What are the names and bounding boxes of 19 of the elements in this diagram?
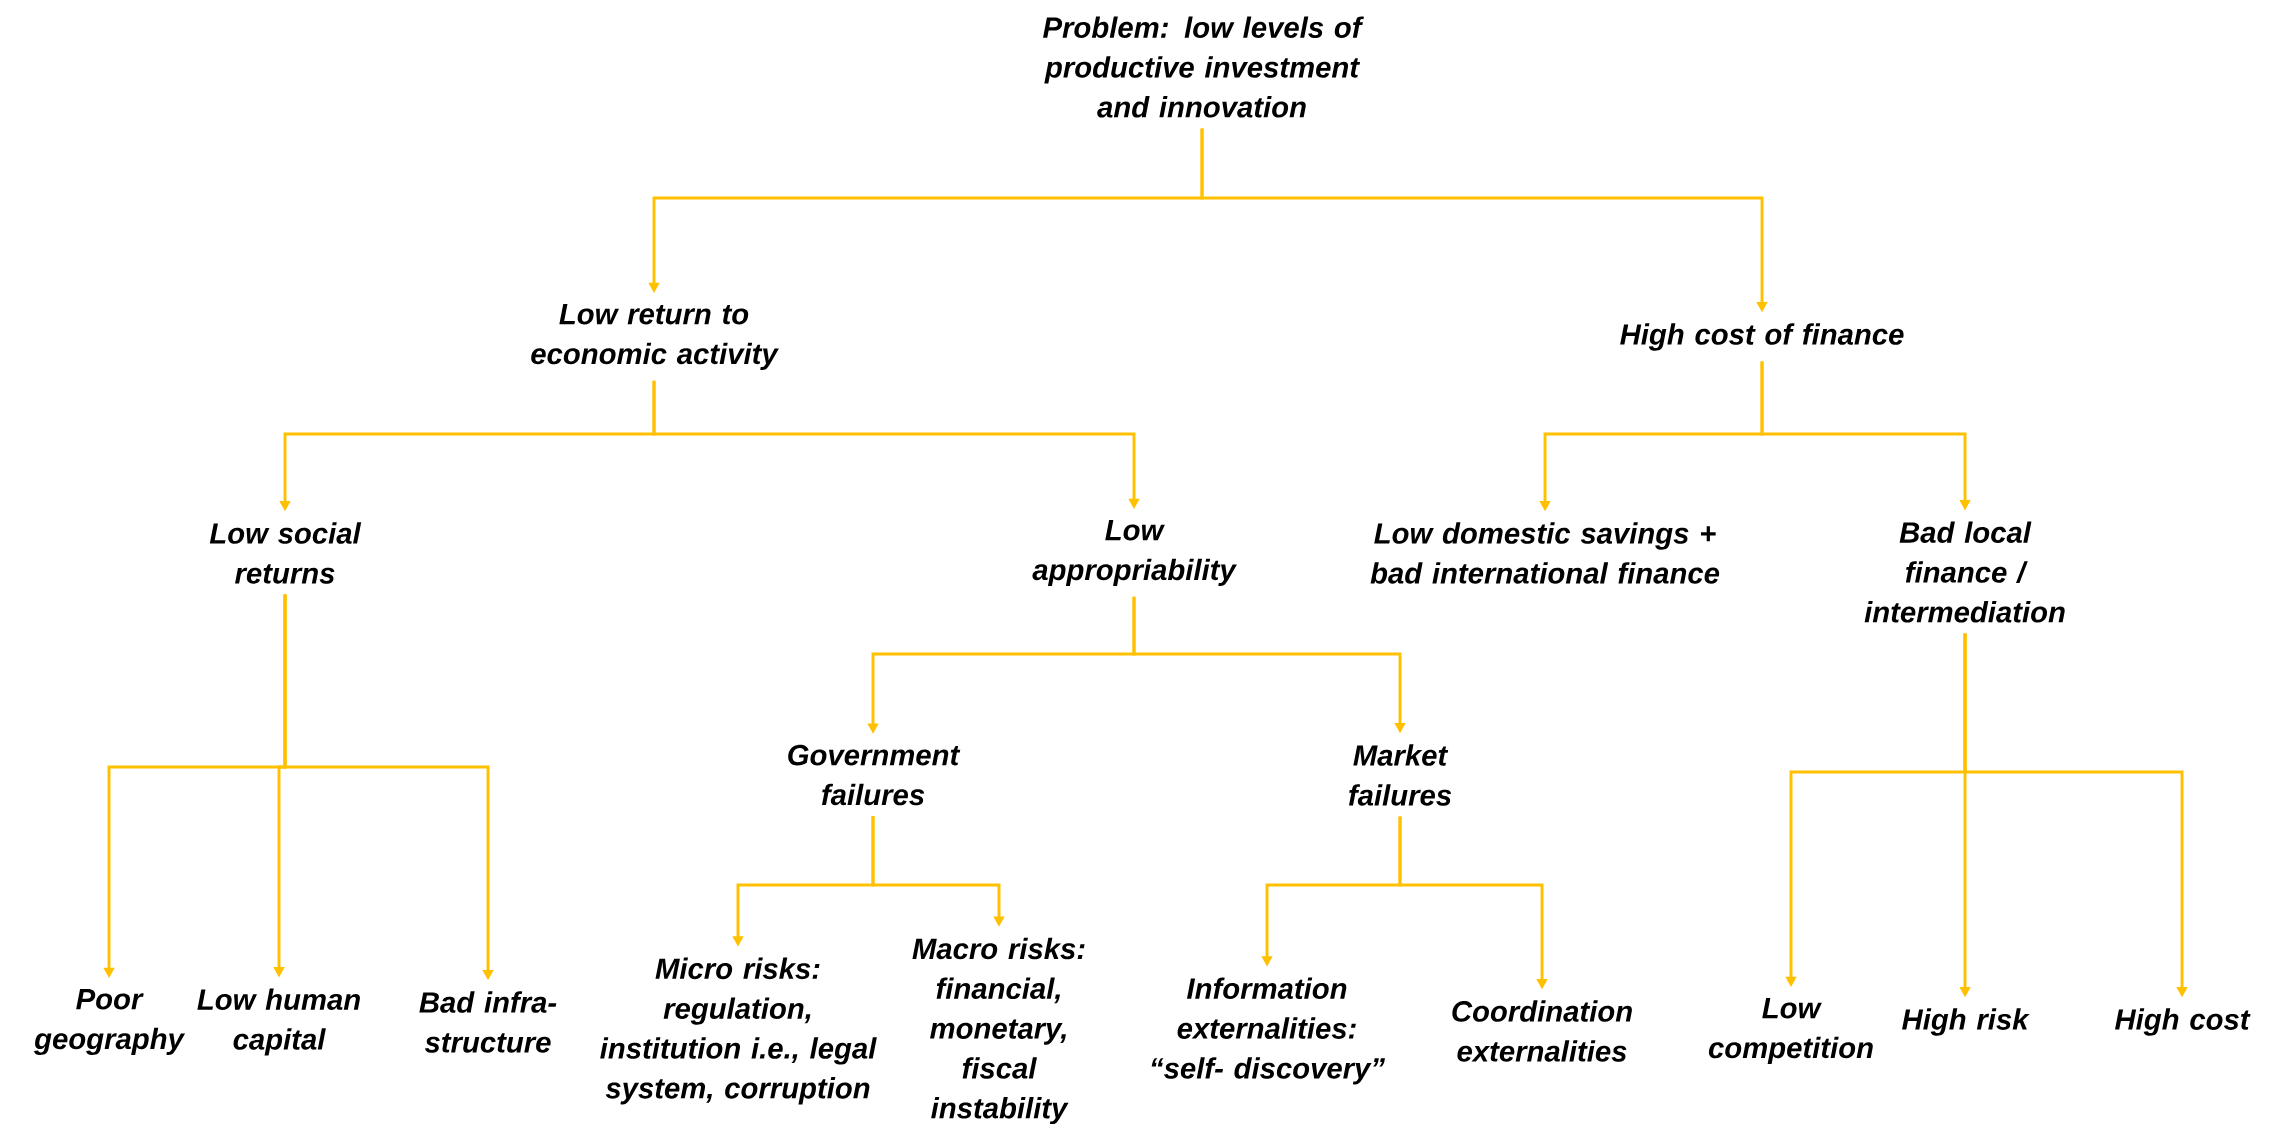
cause-text: Micro risks: regulation, institution i.e., legal system, corruption [600, 957, 877, 1105]
cause-text: Market failures [1349, 744, 1452, 806]
cause-text: Bad local finance / intermediation [1864, 521, 2065, 623]
cause-text: Low return to economic activity [531, 303, 779, 371]
cause-text: Information externalities: “self- discovery” [1151, 977, 1385, 1085]
cause-text: Problem: low levels of productive investment and innovation [1043, 16, 1364, 118]
cause-text: Bad infra- structure [419, 991, 557, 1053]
cause-text: Poor geography [34, 989, 186, 1056]
cause-text: Low competition [1708, 998, 1873, 1065]
cause-text: High cost [2115, 1008, 2251, 1036]
cause-text: Macro risks: financial, monetary, fiscal instability [912, 937, 1085, 1124]
cause-text: Government failures [788, 744, 961, 806]
cause-text: Low human capital [197, 988, 360, 1056]
cause-text: Low appropriability [1032, 519, 1237, 587]
cause-text: High risk [1902, 1008, 2030, 1036]
cause-text: Low social returns [209, 522, 362, 584]
cause-text: Low domestic savings + bad international finance [1370, 522, 1720, 584]
cause-text: Coordination externalities [1452, 1000, 1632, 1062]
cause-text: High cost of finance [1620, 323, 1904, 351]
